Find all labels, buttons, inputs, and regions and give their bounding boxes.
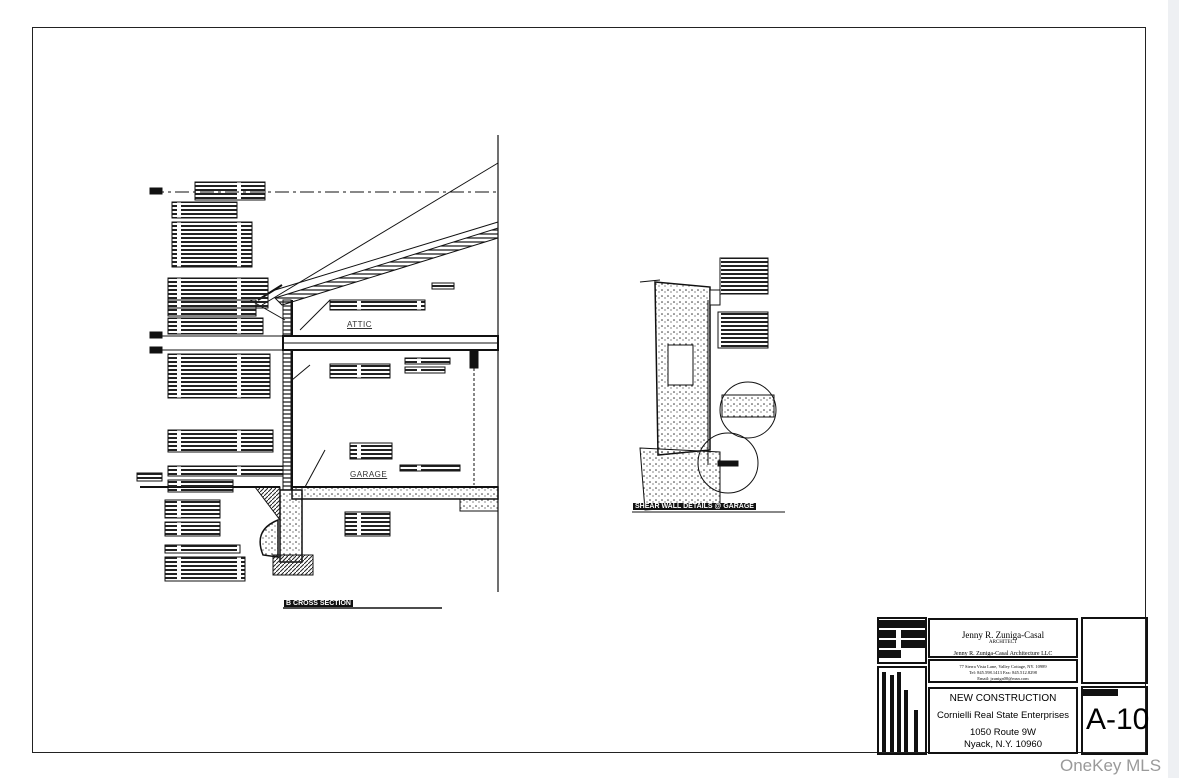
cross-section-title-text: CROSS SECTION [293,600,351,607]
annotation-notes [136,181,461,582]
firm-contact-box: 77 Sierra Vista Lane, Valley Cottage, NY… [928,659,1078,683]
attic-label: ATTIC [347,320,373,329]
shear-wall-drawing [632,257,785,513]
sheet-number: A-10 [1086,703,1150,736]
project-city: Nyack, N.Y. 10960 [964,739,1042,750]
architect-box: Jenny R. Zuniga-Casal ARCHITECT Jenny R.… [928,618,1078,658]
drawing-sheet-border [32,27,1146,753]
watermark: OneKey MLS [1060,756,1162,775]
page-margin-strip [1168,0,1179,778]
architect-title: ARCHITECT [988,640,1018,645]
firm-name: Jenny R. Zuniga-Casal Architecture LLC [953,651,1053,657]
garage-label: GARAGE [350,470,388,479]
architect-name: Jenny R. Zuniga-Casal [961,630,1045,640]
firm-phone: Tel: 845.598.1413 Fax: 845.512.8298 [969,670,1037,675]
title-block-frame [877,617,1148,755]
project-street: 1050 Route 9W [969,727,1036,738]
firm-address: 77 Sierra Vista Lane, Valley Cottage, NY… [959,664,1047,669]
project-type: NEW CONSTRUCTION [949,693,1057,704]
client-name: Cornielli Real State Enterprises [936,710,1069,721]
cross-section-title: B CROSS SECTION [284,600,353,607]
shear-wall-title: SHEAR WALL DETAILS @ GARAGE [633,503,756,510]
project-box: NEW CONSTRUCTION Cornielli Real State En… [928,687,1078,754]
section-marker: B [286,600,292,607]
firm-email: Email: jzuniga00@msn.com [977,676,1029,681]
cross-section-drawing [140,135,499,592]
